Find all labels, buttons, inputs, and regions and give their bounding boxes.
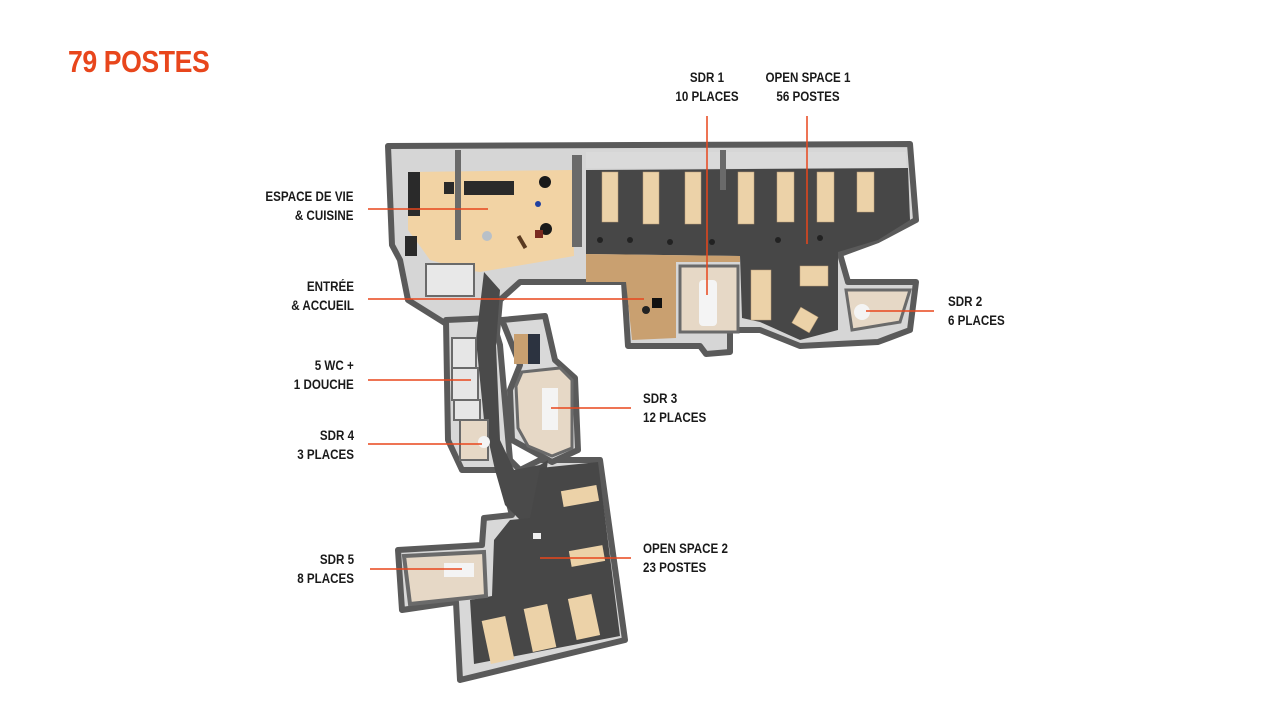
label-open-space-2-name: OPEN SPACE 2 [643,541,728,556]
label-sdr1-name: SDR 1 [689,70,725,85]
label-sdr2-name: SDR 2 [948,294,983,309]
label-open-space-1: OPEN SPACE 1 56 POSTES [760,68,856,106]
reception-floor [586,254,740,340]
label-wc-shower: 1 DOUCHE [294,377,354,392]
label-espace-vie: ESPACE DE VIE & CUISINE [266,187,354,225]
label-open-space-2: OPEN SPACE 2 23 POSTES [643,539,728,577]
label-sdr5: SDR 5 8 PLACES [297,550,354,588]
living-kitchen-floor [408,170,574,272]
label-open-space-1-capacity: 56 POSTES [776,89,840,104]
label-sdr1-capacity: 10 PLACES [675,89,739,104]
label-sdr3: SDR 3 12 PLACES [643,389,706,427]
label-sdr3-name: SDR 3 [643,391,678,406]
label-sdr4: SDR 4 3 PLACES [297,426,354,464]
label-sdr1: SDR 1 10 PLACES [670,68,744,106]
label-sdr2-capacity: 6 PLACES [948,313,1005,328]
sdr5-floor [401,549,489,607]
label-sdr4-name: SDR 4 [319,428,354,443]
label-sdr4-capacity: 3 PLACES [297,447,354,462]
label-open-space-1-name: OPEN SPACE 1 [765,70,851,85]
label-sdr5-name: SDR 5 [319,552,354,567]
label-wc-count: 5 WC + [314,358,354,373]
page-title: 79 POSTES [68,44,210,79]
label-sdr3-capacity: 12 PLACES [643,410,707,425]
label-wc: 5 WC + 1 DOUCHE [294,356,354,394]
label-sdr2: SDR 2 6 PLACES [948,292,1005,330]
label-espace-vie-name: ESPACE DE VIE [265,189,354,204]
label-entree-name: ENTRÉE [306,279,354,294]
corridor-floor [476,272,548,520]
leader-lines [368,116,934,570]
label-open-space-2-capacity: 23 POSTES [643,560,707,575]
label-entree: ENTRÉE & ACCUEIL [291,277,354,315]
label-entree-sub: & ACCUEIL [291,298,354,313]
label-sdr5-capacity: 8 PLACES [297,571,354,586]
label-espace-vie-sub: & CUISINE [295,208,354,223]
